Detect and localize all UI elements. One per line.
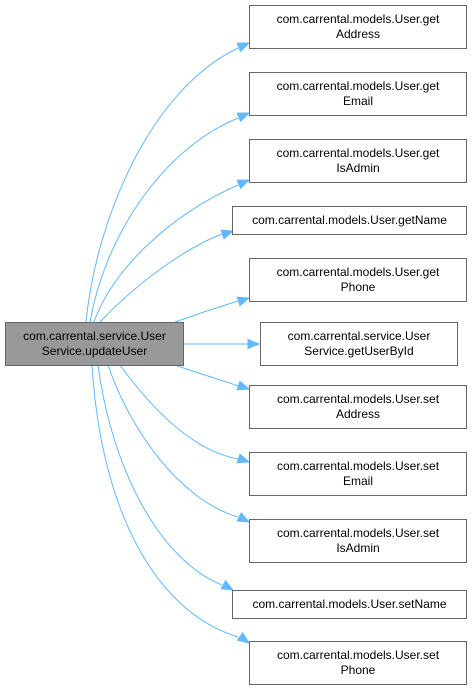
- edge-arrowhead: [236, 380, 251, 391]
- target-node-getAddress-label: com.carrental.models.User.get: [277, 12, 440, 26]
- target-node-setEmail-box: [249, 452, 467, 496]
- edge-arrowhead: [236, 453, 251, 464]
- source-node-updateUser-label: com.carrental.service.User: [23, 329, 166, 343]
- call-edge: [93, 184, 239, 323]
- target-node-getIsAdmin-label: IsAdmin: [336, 161, 379, 175]
- target-node-setName-box: [232, 590, 467, 619]
- call-edges: [85, 42, 261, 644]
- target-node-getUserById-label: Service.getUserById: [304, 344, 413, 358]
- target-node-getName-label: com.carrental.models.User.getName: [252, 213, 447, 227]
- target-node-setPhone-box: [249, 641, 467, 685]
- edge-arrowhead: [236, 631, 251, 644]
- target-node-getEmail-box: [249, 72, 467, 116]
- edge-arrowhead: [220, 229, 235, 240]
- target-node-setName[interactable]: com.carrental.models.User.setName: [232, 590, 467, 619]
- target-node-setPhone-label: Phone: [341, 663, 376, 677]
- edge-arrowhead: [236, 42, 251, 53]
- target-node-setAddress-box: [249, 385, 467, 429]
- target-node-getUserById-box: [260, 322, 458, 366]
- target-node-setIsAdmin-label: com.carrental.models.User.set: [277, 526, 440, 540]
- target-node-getAddress-box: [249, 5, 467, 49]
- target-node-getIsAdmin-box: [249, 139, 467, 183]
- target-node-setAddress-label: Address: [336, 407, 380, 421]
- target-node-getUserById-label: com.carrental.service.User: [288, 329, 431, 343]
- target-node-setIsAdmin-label: IsAdmin: [336, 541, 379, 555]
- call-edge: [97, 364, 223, 586]
- call-edge: [99, 233, 223, 323]
- target-node-getAddress-label: Address: [336, 27, 380, 41]
- edge-arrowhead: [236, 512, 251, 523]
- source-node-updateUser-label: Service.updateUser: [42, 344, 147, 358]
- call-edge: [91, 364, 239, 638]
- target-node-setAddress-label: com.carrental.models.User.set: [277, 392, 440, 406]
- target-node-getUserById[interactable]: com.carrental.service.UserService.getUse…: [260, 322, 458, 366]
- edge-arrowhead: [236, 296, 251, 307]
- target-node-setPhone-label: com.carrental.models.User.set: [277, 648, 440, 662]
- target-node-getEmail-label: com.carrental.models.User.get: [277, 79, 440, 93]
- target-node-getPhone-label: com.carrental.models.User.get: [277, 265, 440, 279]
- edge-arrowhead: [236, 179, 251, 190]
- call-edge: [174, 364, 239, 387]
- edge-arrowhead: [236, 112, 251, 123]
- target-node-setEmail-label: com.carrental.models.User.set: [277, 459, 440, 473]
- target-node-setEmail-label: Email: [343, 474, 373, 488]
- target-node-setIsAdmin-box: [249, 519, 467, 563]
- target-node-getPhone-box: [249, 258, 467, 302]
- target-node-getPhone-label: Phone: [341, 280, 376, 294]
- target-node-setName-label: com.carrental.models.User.setName: [252, 597, 446, 611]
- call-edge: [107, 364, 239, 518]
- edge-arrowhead: [247, 338, 261, 350]
- source-node-updateUser-box: [5, 322, 184, 366]
- target-node-getIsAdmin-label: com.carrental.models.User.get: [277, 146, 440, 160]
- call-edge: [89, 117, 239, 323]
- source-node-updateUser[interactable]: com.carrental.service.UserService.update…: [5, 322, 184, 366]
- call-edge: [85, 47, 239, 323]
- target-node-getEmail-label: Email: [343, 94, 373, 108]
- edge-arrowhead: [220, 579, 235, 591]
- call-edge: [119, 364, 239, 460]
- call-nodes: com.carrental.service.UserService.update…: [5, 5, 467, 685]
- target-node-getName-box: [232, 206, 467, 235]
- call-edge: [174, 300, 239, 323]
- target-node-getName[interactable]: com.carrental.models.User.getName: [232, 206, 467, 235]
